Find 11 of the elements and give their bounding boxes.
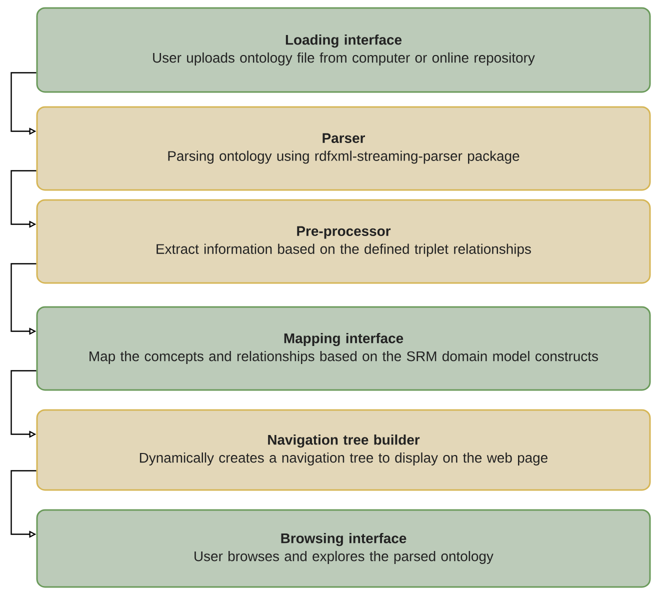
process-box: Mapping interface Map the comcepts and relationships based on the SRM domain model constructs <box>36 306 651 391</box>
process-box: Parser Parsing ontology using rdfxml-streaming-parser package <box>36 106 651 191</box>
arrow <box>10 72 36 135</box>
process-box: Browsing interface User browses and explores the parsed ontology <box>36 509 651 588</box>
arrow <box>10 263 36 335</box>
process-box: Pre-processor Extract information based on the defined triplet relationships <box>36 199 651 284</box>
arrow <box>10 370 36 438</box>
process-box: Navigation tree builder Dynamically creates a navigation tree to display on the web page <box>36 409 651 491</box>
arrow <box>10 170 36 228</box>
process-box: Loading interface User uploads ontology file from computer or online repository <box>36 7 651 93</box>
arrow <box>10 470 36 538</box>
